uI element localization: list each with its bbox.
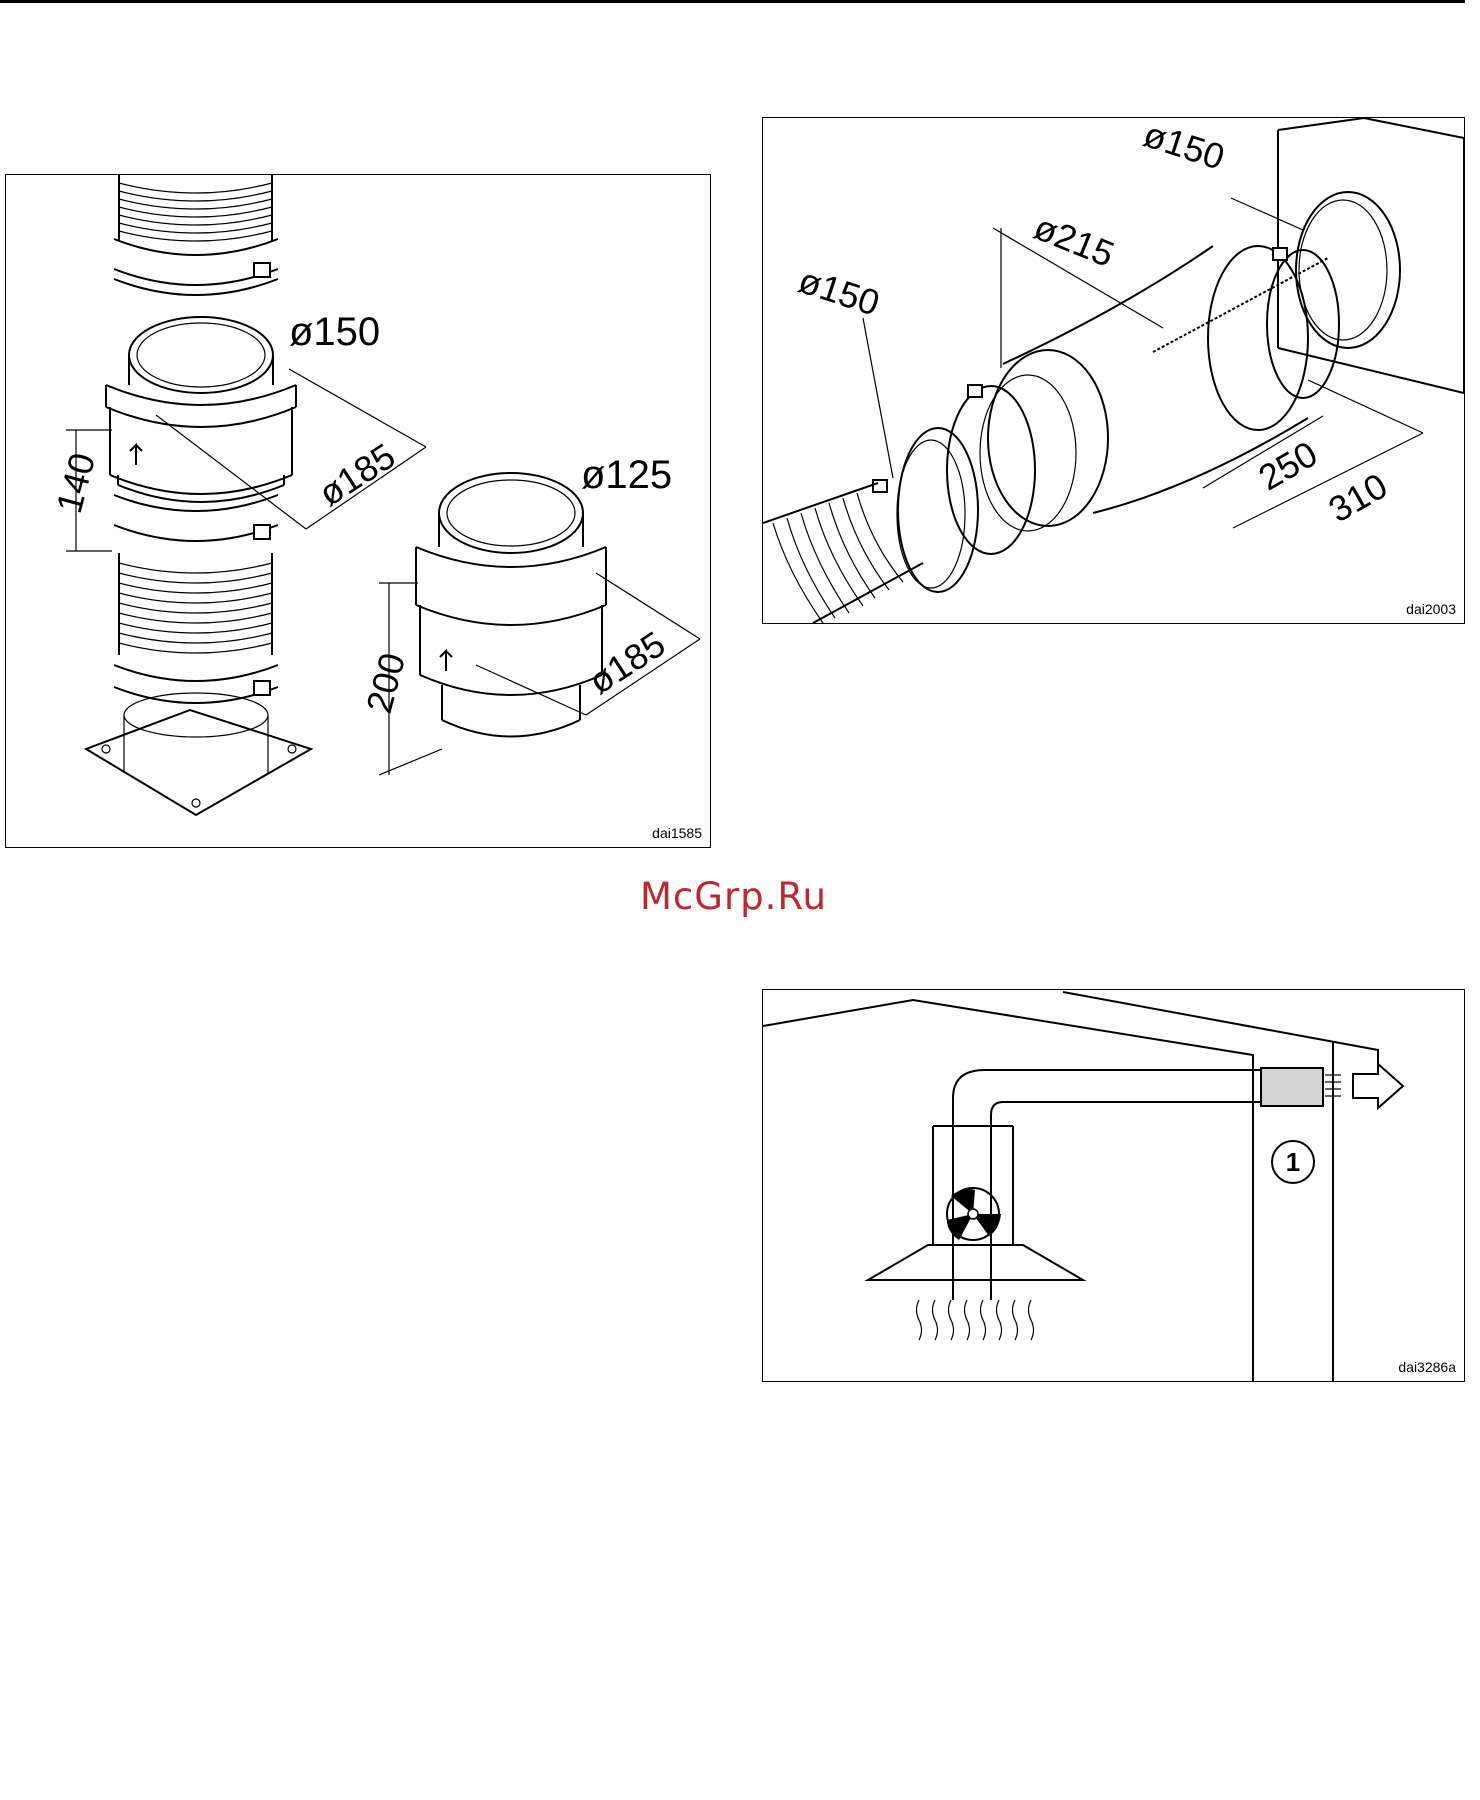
dim-d150: ø150: [289, 312, 380, 352]
figure-id: dai2003: [1406, 601, 1456, 617]
figure-id: dai1585: [652, 825, 702, 841]
wall-box: [1278, 118, 1464, 393]
figure-dai2003: ø150 ø215 ø150 250 310 dai2003: [762, 117, 1465, 624]
duct-fan-drawing-a: [6, 175, 710, 847]
cooker-hood: [868, 1126, 1083, 1280]
watermark: McGrp.Ru: [640, 875, 827, 918]
exhaust-arrow: [1325, 1064, 1403, 1108]
dim-d125: ø125: [581, 455, 672, 495]
top-rule: [0, 0, 1465, 3]
steam-lines: [917, 1300, 1034, 1340]
dimension-lines-a: [66, 369, 700, 775]
installation-drawing: [763, 990, 1464, 1381]
duct-fan-small: [106, 317, 296, 502]
figure-dai3286a: 1 dai3286a: [762, 989, 1465, 1382]
silencer-drawing: [763, 118, 1464, 623]
flexible-hose-top: [114, 175, 278, 295]
fan-icon: [947, 1188, 1001, 1240]
house-outline: [763, 992, 1378, 1381]
duct-fan-large: [416, 473, 606, 737]
callout-1: 1: [1271, 1140, 1315, 1184]
figure-dai1585: ø150 140 ø185 ø125 200 ø185 dai1585: [5, 174, 711, 848]
flexible-hose-middle: [114, 495, 278, 703]
figure-id: dai3286a: [1398, 1359, 1456, 1375]
exhaust-duct: [953, 1070, 1263, 1300]
silencer-unit: [1261, 1068, 1323, 1106]
mounting-plate: [86, 693, 311, 815]
